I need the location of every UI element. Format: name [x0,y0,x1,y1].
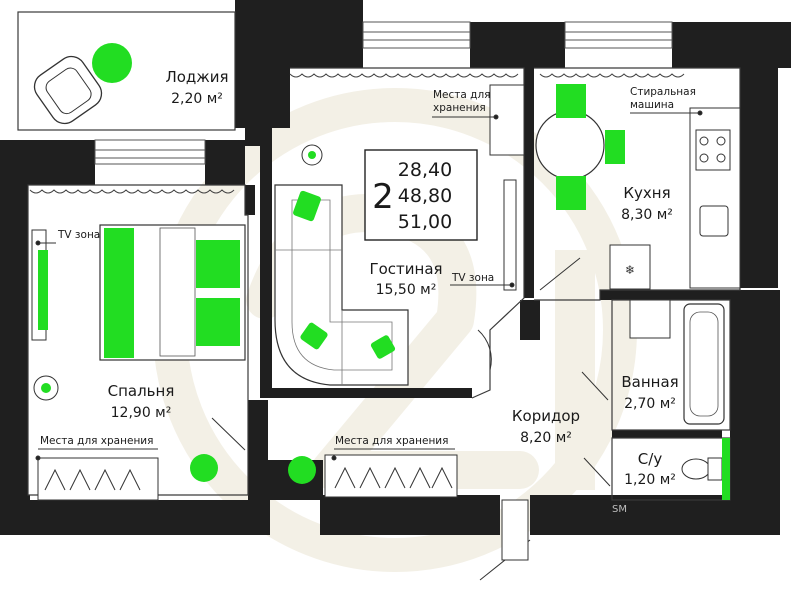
labels: Лоджия 2,20 м² Гостиная 15,50 м² Кухня 8… [40,68,696,515]
note-storage-living-line1: Места для [433,89,490,101]
bathtub-icon [683,303,725,425]
summary-box [364,149,478,241]
sink-icon [629,299,671,339]
bedroom-furniture [31,224,246,451]
note-washer-line1: Стиральная [630,86,696,98]
room-outlines [17,11,741,501]
fridge-icon [609,244,651,290]
room-area-bedroom: 12,90 м² [111,405,172,421]
room-name-bathroom: Ванная [621,373,678,391]
pillow-icon [196,240,240,288]
loggia-furniture [33,43,132,125]
room-area-living: 15,50 м² [376,282,437,298]
room-name-bedroom: Спальня [108,382,175,400]
cushion-icon [370,335,396,359]
summary-total-area-with-loggia: 51,00 [398,211,452,233]
storage-rails [37,454,458,501]
note-leaders [35,110,703,461]
plant-icon [301,144,323,166]
walls [0,0,791,535]
plant-pot-icon [190,454,218,482]
armchair-icon [33,55,103,125]
cushion-icon [293,190,321,222]
snowflake-icon: ❄ [625,263,635,277]
summary-total-area: 48,80 [398,185,452,207]
dining-table-icon [535,110,605,180]
stove-icon [695,129,731,171]
note-washer-line2: машина [630,99,674,111]
door-arc [477,329,492,371]
room-area-corridor: 8,20 м² [520,430,572,446]
plant-icon [33,375,59,401]
room-name-corridor: Коридор [512,407,580,425]
room-area-loggia: 2,20 м² [171,91,223,107]
note-storage-living-line2: хранения [433,102,486,114]
note-tv-zone-bedroom: TV зона [57,229,100,241]
tv-icon [38,250,48,330]
tv-icon [503,179,517,291]
room-area-bathroom: 2,70 м² [624,396,676,412]
note-storage-corridor: Места для хранения [335,435,448,447]
room-name-toilet: С/у [638,450,663,468]
storage-cabinet [489,84,525,156]
plant-pot-icon [288,456,316,484]
windows [94,21,673,165]
curtains [29,73,685,194]
note-tv-zone-living: TV зона [451,272,494,284]
watermark-text: SM [612,504,627,515]
corridor-doors [479,257,611,581]
room-area-kitchen: 8,30 м² [621,207,673,223]
bathroom-fixtures [629,299,730,500]
summary-living-area: 28,40 [398,159,452,181]
pillow-icon [196,298,240,346]
toilet-icon [681,457,723,481]
sink-icon [699,205,729,237]
room-area-toilet: 1,20 м² [624,472,676,488]
summary-rooms-count: 2 [372,177,394,217]
room-name-kitchen: Кухня [623,184,670,202]
plant-pot-icon [92,43,132,83]
accent-wall [722,438,730,500]
room-name-loggia: Лоджия [165,68,228,86]
living-furniture [274,84,525,386]
cushion-icon [300,322,328,350]
door-arc [211,417,246,451]
note-storage-bedroom: Места для хранения [40,435,153,447]
kitchen-furniture: ❄ [535,84,741,290]
room-name-living: Гостиная [369,260,442,278]
